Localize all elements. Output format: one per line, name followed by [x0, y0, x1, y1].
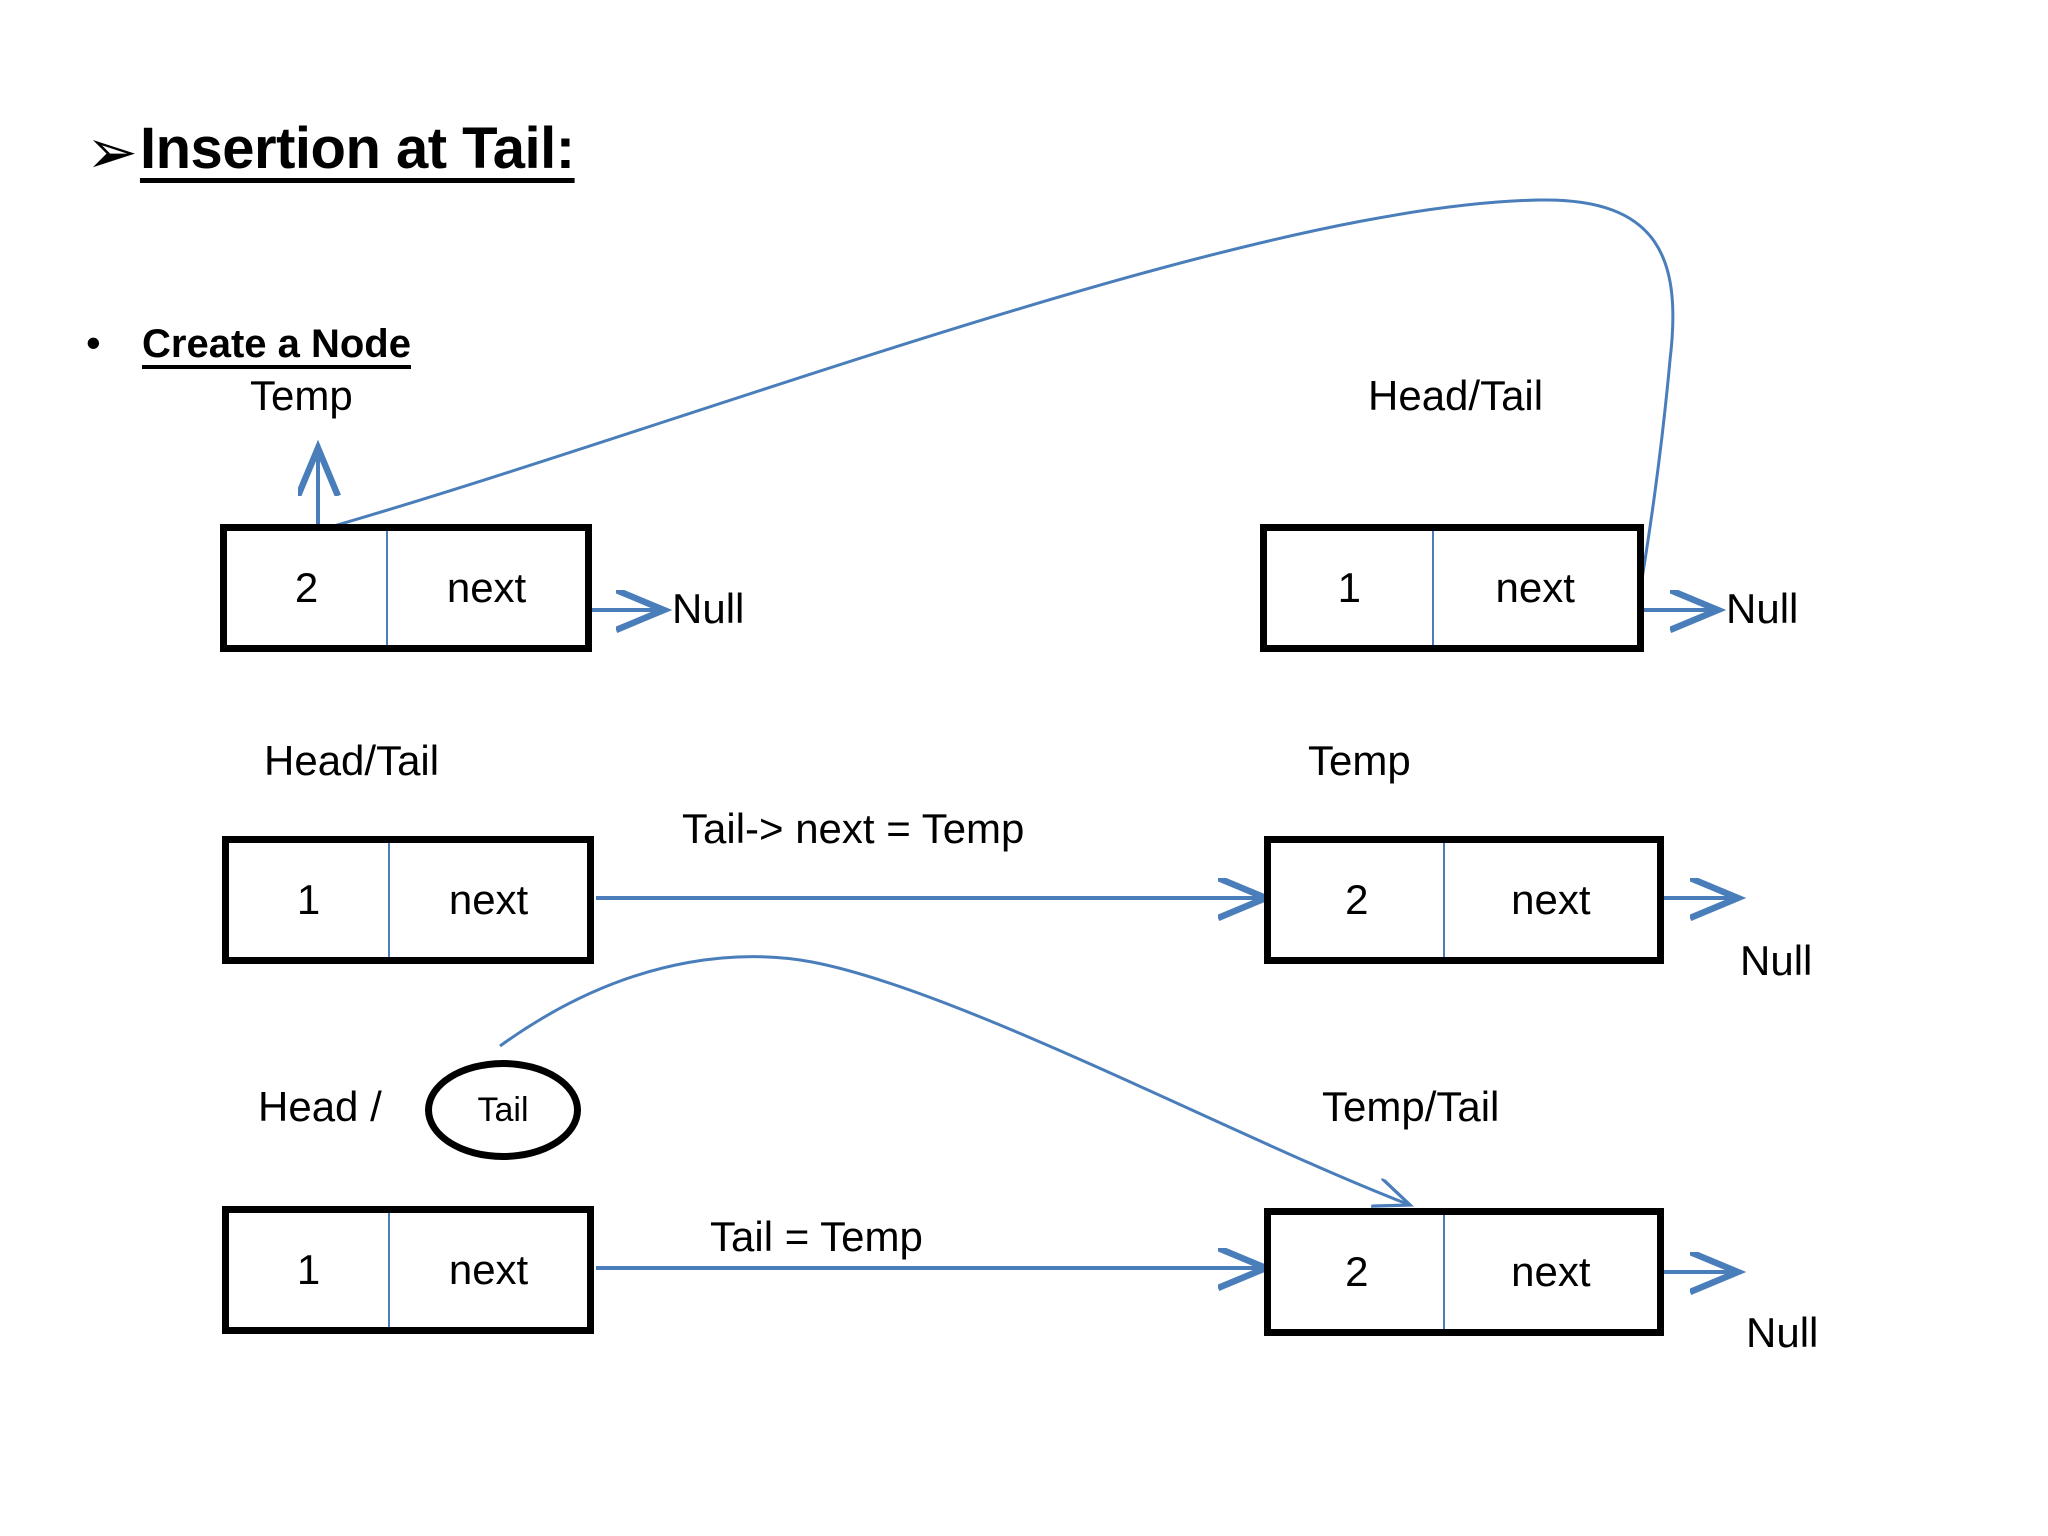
- tail-ellipse-label: Tail: [477, 1091, 529, 1129]
- tail-ellipse-row3: Tail: [425, 1060, 581, 1160]
- create-node-label: Create a Node: [142, 322, 411, 366]
- null-label-row3-right: Null: [1746, 1309, 1819, 1356]
- node-row1-left: 2 next: [220, 524, 592, 652]
- create-node-bullet: • Create a Node: [86, 319, 411, 366]
- node-next-cell: next: [448, 876, 529, 923]
- node-data-cell: 2: [1271, 843, 1445, 957]
- dot-bullet-icon: •: [86, 319, 101, 366]
- node-data-cell: 2: [227, 531, 389, 645]
- connector-label-tail-next-temp: Tail-> next = Temp: [682, 805, 1025, 852]
- pointer-label-head-tail-row2: Head/Tail: [264, 737, 440, 784]
- node-data-cell: 1: [229, 843, 391, 957]
- pointer-label-head-row3: Head /: [258, 1083, 382, 1130]
- pointer-label-temp-row2: Temp: [1308, 737, 1411, 784]
- node-next-cell: next: [1511, 1248, 1591, 1295]
- node-row1-right: 1 next: [1260, 524, 1644, 652]
- node-row3-right: 2 next: [1264, 1208, 1664, 1336]
- null-label-row2-right: Null: [1740, 937, 1813, 984]
- node-next-cell: next: [446, 564, 527, 611]
- null-label-row1-left: Null: [672, 585, 745, 632]
- pointer-label-head-tail-row1: Head/Tail: [1368, 372, 1544, 419]
- node-data-cell: 2: [1271, 1215, 1445, 1329]
- null-label-row1-right: Null: [1726, 585, 1799, 632]
- pointer-label-temp-tail-row3: Temp/Tail: [1322, 1083, 1500, 1130]
- node-row2-left: 1 next: [222, 836, 594, 964]
- node-next-cell: next: [1495, 564, 1575, 611]
- node-next-cell: next: [448, 1246, 529, 1293]
- arrow-bullet-icon: ➢: [86, 118, 138, 187]
- node-data-cell: 1: [1267, 531, 1434, 645]
- tail-equals-temp-curve: [499, 955, 1410, 1205]
- page-title-text: Insertion at Tail:: [139, 116, 575, 181]
- connector-label-tail-equals-temp: Tail = Temp: [710, 1213, 923, 1260]
- node-next-cell: next: [1511, 876, 1591, 923]
- node-row2-right: 2 next: [1264, 836, 1664, 964]
- page-title: ➢ Insertion at Tail:: [86, 116, 575, 187]
- node-row3-left: 1 next: [222, 1206, 594, 1334]
- node-data-cell: 1: [229, 1213, 391, 1327]
- pointer-label-temp-row1: Temp: [250, 372, 353, 419]
